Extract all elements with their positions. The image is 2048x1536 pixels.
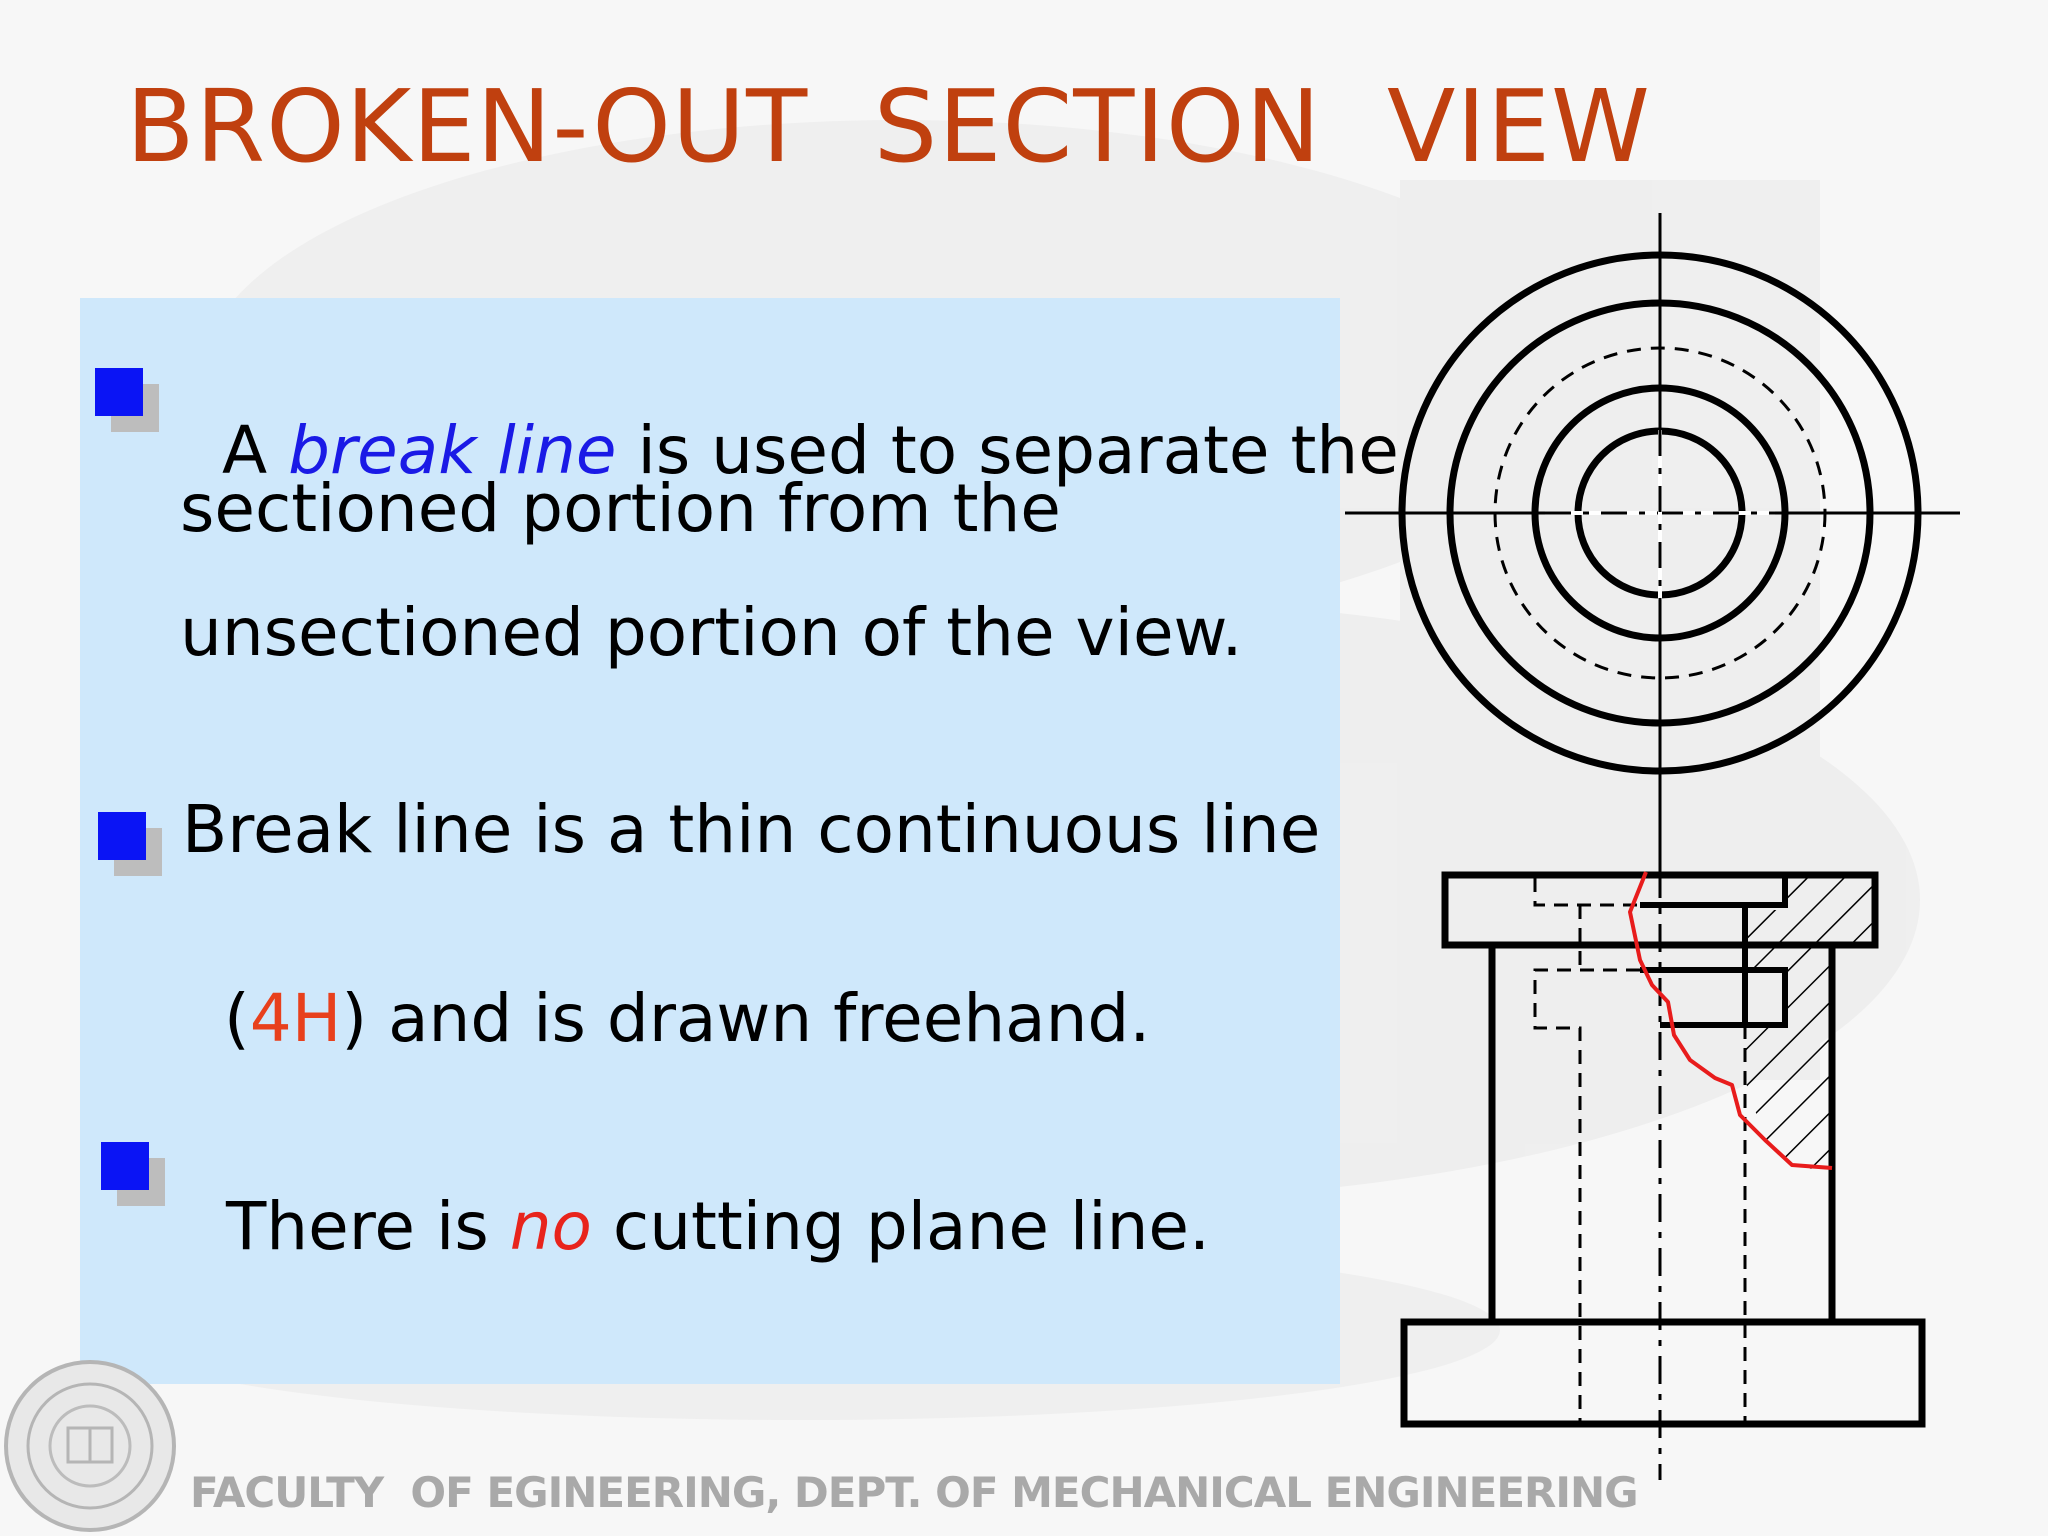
top-view [1345,213,1960,870]
break-line-emphasis: break line [288,412,617,489]
bullet-2-line-1: Break line is a thin continuous line [182,791,1321,868]
bullet-1-marker [95,368,159,432]
broken-out-section-drawing [1345,213,1960,1480]
square-bullet-icon [98,812,146,860]
bullet-3-line-1: There is no cutting plane line. [225,1188,1210,1265]
no-emphasis: no [509,1188,592,1265]
slide-title: BROKEN-OUT SECTION VIEW [126,68,1651,185]
bullet-2-line-2: (4H) and is drawn freehand. [223,980,1151,1057]
bullet-1-line-2: sectioned portion from the [180,470,1061,547]
break-line [1628,871,1833,1170]
square-bullet-icon [101,1142,149,1190]
bullet-1-line-3: unsectioned portion of the view. [180,594,1243,671]
bullet-2-marker [98,812,162,876]
bullet-1-line-1: A break line is used to separate the [221,412,1399,489]
square-bullet-icon [95,368,143,416]
pencil-grade-emphasis: 4H [249,980,342,1057]
front-view [1400,870,1926,1480]
bullet-3-marker [101,1142,165,1206]
footer-text: FACULTY OF EGINEERING, DEPT. OF MECHANIC… [190,1468,1639,1517]
content-panel [80,298,1340,1384]
university-seal-icon [4,1360,176,1532]
